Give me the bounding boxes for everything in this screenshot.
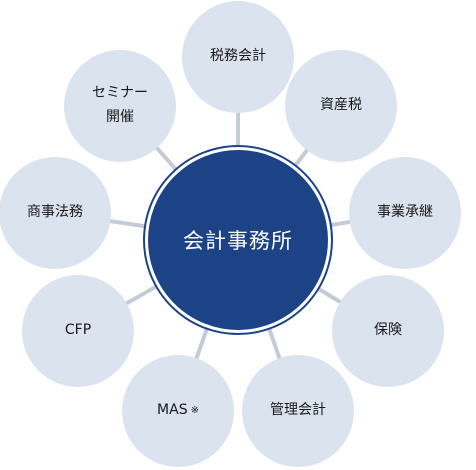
node-business-succession: 事業承継 [349,157,461,269]
center-node: 会計事務所 [145,147,331,333]
node-management-accounting: 管理会計 [242,355,354,467]
node-tax-services: 税務会計 [182,1,294,113]
node-label-business-succession: 事業承継 [377,204,433,221]
center-label: 会計事務所 [183,229,293,253]
node-label-commercial-law: 商事法務 [27,204,83,221]
node-insurance: 保険 [332,275,444,387]
node-label-management-accounting: 管理会計 [270,402,326,419]
node-label-seminar: セミナー 開催 [92,85,148,125]
node-label-tax-services: 税務会計 [210,48,266,65]
node-label-mas: MAS [157,402,188,419]
node-seminar: セミナー 開催 [64,50,176,162]
node-commercial-law: 商事法務 [0,157,111,269]
node-note-mark: ※ [190,405,199,417]
node-label-cfp: CFP [64,322,92,339]
node-label-asset-tax: 資産税 [320,97,362,114]
node-mas: MAS※ [122,355,234,467]
node-label-insurance: 保険 [374,322,402,339]
node-asset-tax: 資産税 [285,50,397,162]
node-cfp: CFP [22,275,134,387]
